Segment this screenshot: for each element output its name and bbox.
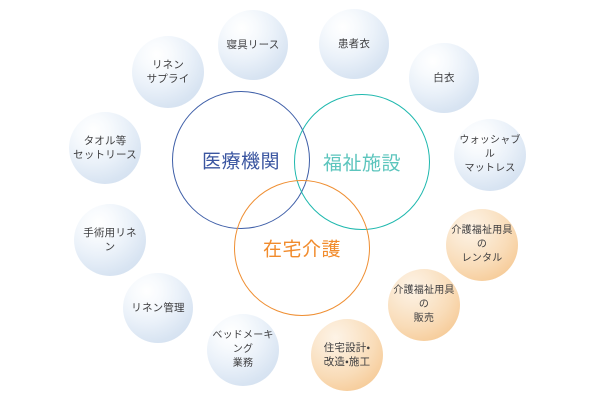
sphere-label-white-coat: 白衣 [433, 71, 455, 84]
venn-circle-homecare[interactable] [234, 180, 370, 316]
sphere-bedding-lease[interactable]: 寝具リース [218, 10, 288, 80]
sphere-patient-gown[interactable]: 患者衣 [319, 9, 389, 79]
sphere-linen-management[interactable]: リネン管理 [123, 273, 193, 343]
sphere-label-linen-supply: リネンサプライ [146, 58, 190, 85]
sphere-care-equip-sales[interactable]: 介護福祉用具の販売 [388, 269, 460, 341]
sphere-bed-making[interactable]: ベッドメーキング業務 [207, 314, 279, 386]
sphere-washable-mattress[interactable]: ウォッシャブルマットレス [454, 119, 526, 191]
venn-label-welfare: 福祉施設 [322, 153, 402, 175]
sphere-label-towel-set-lease: タオル等セットリース [73, 134, 137, 161]
sphere-surgical-linen[interactable]: 手術用リネン [74, 204, 146, 276]
sphere-label-housing-design: 住宅設計・改造・施工 [323, 341, 371, 368]
sphere-label-care-equip-rental: 介護福祉用具のレンタル [451, 225, 513, 264]
sphere-care-equip-rental[interactable]: 介護福祉用具のレンタル [446, 209, 518, 281]
sphere-housing-design[interactable]: 住宅設計・改造・施工 [311, 319, 383, 391]
venn-label-medical: 医療機関 [201, 151, 281, 173]
sphere-label-care-equip-sales: 介護福祉用具の販売 [393, 285, 455, 324]
sphere-towel-set-lease[interactable]: タオル等セットリース [69, 112, 141, 184]
sphere-label-linen-management: リネン管理 [131, 301, 185, 314]
sphere-linen-supply[interactable]: リネンサプライ [132, 36, 204, 108]
sphere-label-bedding-lease: 寝具リース [226, 38, 280, 51]
sphere-label-patient-gown: 患者衣 [337, 37, 371, 50]
sphere-label-surgical-linen: 手術用リネン [83, 226, 137, 253]
sphere-label-bed-making: ベッドメーキング業務 [212, 330, 274, 369]
venn-label-homecare: 在宅介護 [262, 239, 342, 261]
sphere-label-washable-mattress: ウォッシャブルマットレス [459, 135, 521, 174]
sphere-white-coat[interactable]: 白衣 [409, 43, 479, 113]
